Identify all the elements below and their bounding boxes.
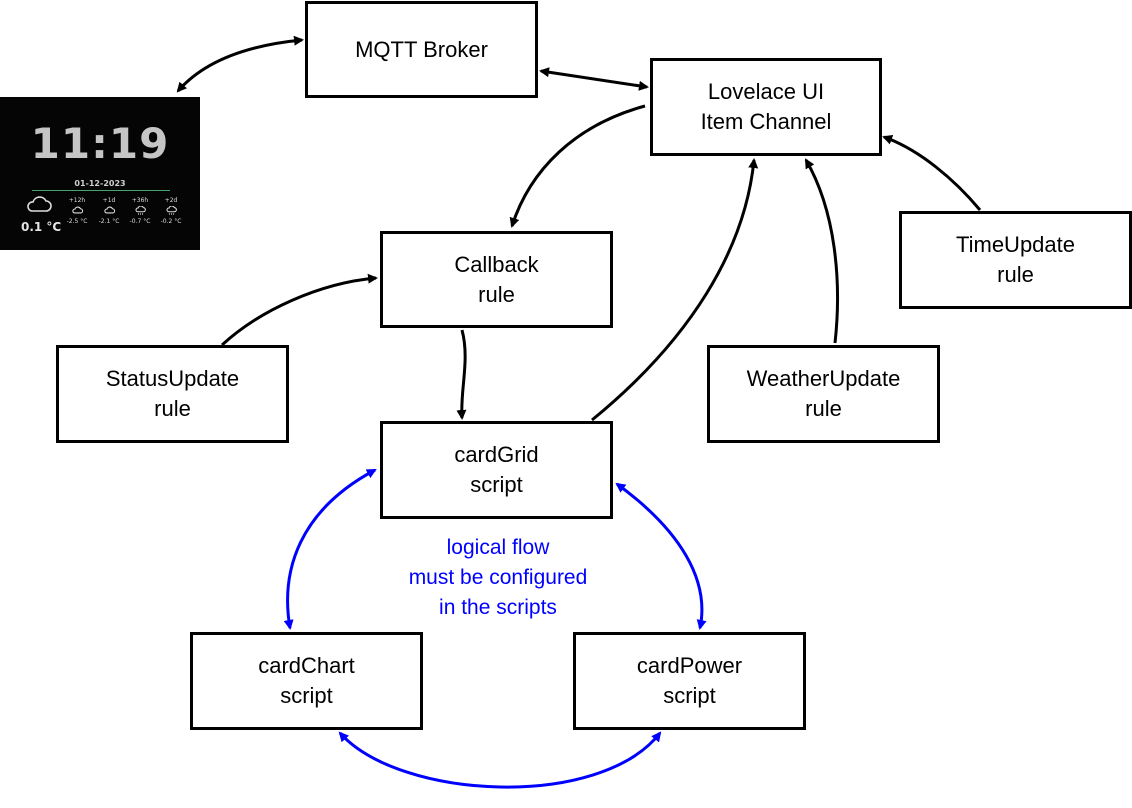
- edge-lovelace-callback: [509, 104, 646, 228]
- forecast-label: +1d: [102, 197, 116, 204]
- forecast-temp: -2.5 °C: [66, 218, 88, 225]
- snow-cloud-icon: [155, 205, 187, 218]
- edge-mqtt-lovelace: [539, 67, 649, 91]
- note-line: must be configured: [408, 566, 588, 589]
- node-label: script: [663, 683, 716, 708]
- node-label: script: [470, 472, 523, 497]
- node-label: Lovelace UI: [707, 79, 825, 104]
- forecast-item: +1d -2.1 °C: [93, 197, 125, 225]
- forecast-temp: -0.7 °C: [129, 218, 151, 225]
- cloud-icon: [61, 206, 93, 218]
- node-label: Item Channel: [700, 109, 832, 134]
- edge-cardchart-cardpower: [338, 731, 662, 789]
- logical-flow-note: logical flow must be configured in the s…: [368, 533, 628, 623]
- node-label: MQTT Broker: [355, 36, 488, 62]
- node-mqtt-broker: MQTT Broker: [305, 1, 538, 98]
- node-label: WeatherUpdate: [746, 366, 901, 391]
- node-label: TimeUpdate: [955, 232, 1075, 257]
- node-label: StatusUpdate: [105, 366, 240, 391]
- edge-callback-cardgrid: [456, 329, 467, 420]
- node-label: rule: [805, 396, 842, 421]
- note-line: in the scripts: [439, 596, 557, 619]
- nspanel-display: 11:19 01-12-2023 0.1 °C +12h -2.5 °C +1d…: [0, 97, 200, 250]
- cloud-icon: [27, 196, 52, 212]
- edge-cardgrid-cardchart: [283, 468, 377, 630]
- node-cardgrid-script: cardGrid script: [380, 421, 613, 519]
- forecast-temp: -2.1 °C: [98, 218, 120, 225]
- forecast-item: +2d -0.2 °C: [155, 197, 187, 225]
- forecast-label: +36h: [131, 197, 149, 204]
- edge-timeupdate-lovelace: [882, 135, 982, 211]
- display-clock: 11:19: [30, 119, 170, 168]
- snow-cloud-icon: [124, 205, 156, 218]
- node-timeupdate-rule: TimeUpdate rule: [899, 211, 1132, 309]
- forecast-label: +12h: [68, 197, 86, 204]
- node-cardchart-script: cardChart script: [190, 632, 423, 730]
- node-label: rule: [997, 262, 1034, 287]
- edge-weatherupdate-lovelace: [804, 158, 839, 344]
- edge-cardgrid-cardpower: [615, 482, 707, 630]
- node-lovelace-ui-item-channel: Lovelace UI Item Channel: [650, 58, 882, 156]
- node-label: cardPower: [636, 653, 743, 678]
- node-label: cardGrid: [454, 442, 539, 467]
- node-cardpower-script: cardPower script: [573, 632, 806, 730]
- node-label: script: [280, 683, 333, 708]
- forecast-item: +12h -2.5 °C: [61, 197, 93, 225]
- node-weatherupdate-rule: WeatherUpdate rule: [707, 345, 940, 443]
- edge-statusupdate-callback: [220, 273, 378, 347]
- node-label: rule: [478, 281, 515, 307]
- display-date: 01-12-2023: [74, 179, 126, 188]
- node-label: rule: [154, 396, 191, 421]
- current-temperature: 0.1 °C: [21, 220, 62, 234]
- node-label: Callback: [454, 251, 539, 277]
- display-divider: [32, 190, 170, 191]
- note-line: logical flow: [446, 536, 550, 559]
- forecast-temp: -0.2 °C: [160, 218, 182, 225]
- node-statusupdate-rule: StatusUpdate rule: [56, 345, 289, 443]
- cloud-icon: [93, 206, 125, 218]
- node-label: cardChart: [258, 653, 355, 678]
- forecast-label: +2d: [164, 197, 178, 204]
- forecast-item: +36h -0.7 °C: [124, 197, 156, 225]
- edge-cardgrid-lovelace: [591, 158, 759, 422]
- node-callback-rule: Callback rule: [380, 231, 613, 328]
- edge-display-mqtt: [176, 35, 304, 93]
